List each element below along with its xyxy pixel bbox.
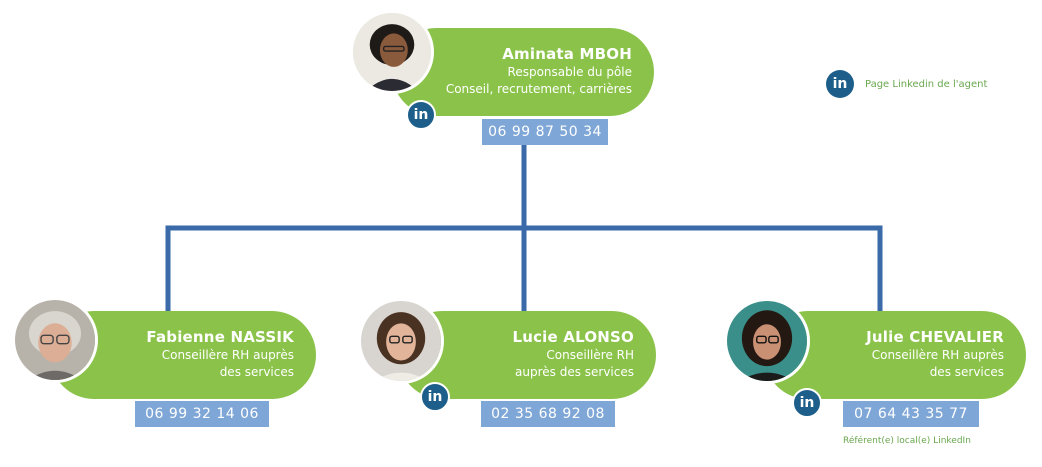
linkedin-icon[interactable]: in [792, 388, 822, 418]
linkedin-icon[interactable]: in [420, 382, 450, 412]
person-role-line1: Conseillère RH auprès [871, 348, 1004, 362]
person-name: Fabienne NASSIK [146, 328, 294, 346]
person-role-line2: Conseil, recrutement, carrières [445, 82, 632, 96]
person-role-line2: des services [929, 365, 1004, 379]
person-name: Julie CHEVALIER [866, 328, 1004, 346]
legend-linkedin-label: Page Linkedin de l'agent [865, 79, 988, 90]
linkedin-icon[interactable]: in [826, 70, 854, 98]
linkedin-icon[interactable]: in [406, 100, 436, 130]
person-role-line1: Conseillère RH [546, 348, 634, 362]
avatar-staff-1 [12, 297, 98, 383]
phone-number: 07 64 43 35 77 [843, 401, 979, 427]
person-name: Aminata MBOH [502, 45, 632, 63]
avatar-staff-3 [724, 298, 810, 384]
person-name: Lucie ALONSO [512, 328, 634, 346]
phone-number: 06 99 87 50 34 [482, 119, 608, 145]
avatar-staff-2 [358, 298, 444, 384]
person-role-line2: auprès des services [515, 365, 634, 379]
linkedin-referent-note: Référent(e) local(e) LinkedIn [843, 436, 971, 446]
phone-number: 02 35 68 92 08 [481, 401, 615, 427]
phone-number: 06 99 32 14 06 [135, 401, 269, 427]
person-role-line1: Conseillère RH auprès [161, 348, 294, 362]
org-card-manager: Aminata MBOH Responsable du pôle Conseil… [392, 28, 654, 116]
avatar-manager [350, 10, 434, 94]
person-role-line1: Responsable du pôle [507, 65, 632, 79]
person-role-line2: des services [219, 365, 294, 379]
